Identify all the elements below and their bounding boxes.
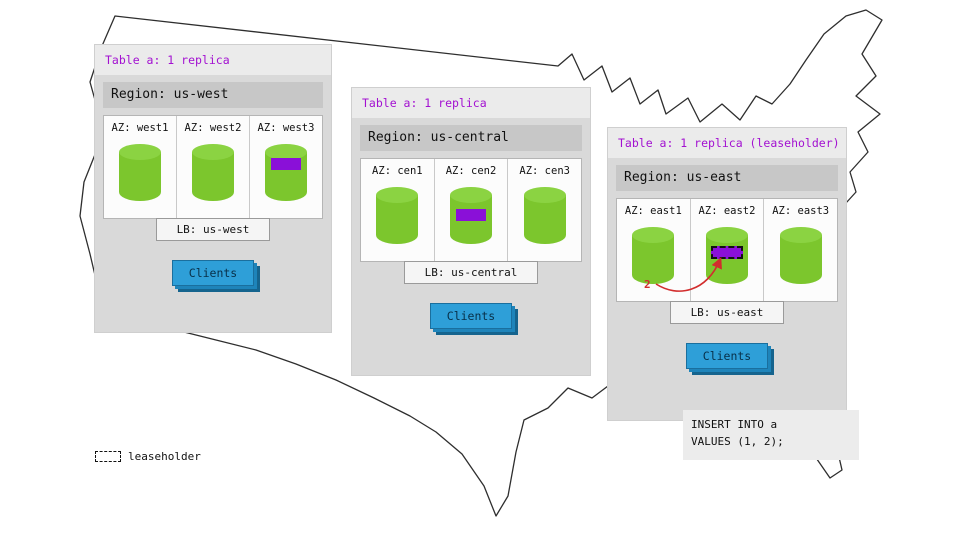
clients-box: Clients bbox=[685, 343, 769, 369]
az-label: AZ: cen2 bbox=[445, 165, 497, 177]
region-panel-us-west: Table a: 1 replica Region: us-west AZ: w… bbox=[95, 45, 331, 332]
az-cell-cen3: AZ: cen3 bbox=[507, 159, 581, 261]
database-cylinder bbox=[522, 185, 568, 247]
region-title: Region: us-west bbox=[103, 82, 323, 108]
az-label: AZ: cen1 bbox=[372, 165, 423, 177]
cylinder-shape bbox=[779, 227, 822, 284]
az-label: AZ: west1 bbox=[111, 122, 169, 134]
database-cylinder bbox=[778, 225, 824, 287]
database-cylinder bbox=[448, 185, 494, 247]
sql-line-1: INSERT INTO a bbox=[691, 418, 778, 431]
clients-box: Clients bbox=[429, 303, 513, 329]
az-cell-east3: AZ: east3 bbox=[763, 199, 837, 301]
database-cylinder bbox=[704, 225, 750, 287]
az-label: AZ: west3 bbox=[257, 122, 315, 134]
sql-line-2: VALUES (1, 2); bbox=[691, 434, 784, 448]
leaseholder-replica-marker bbox=[711, 246, 743, 259]
cylinder-shape bbox=[119, 144, 161, 201]
legend-label: leaseholder bbox=[128, 450, 201, 463]
table-replica-leaseholder-label: Table a: 1 replica (leaseholder) bbox=[608, 128, 846, 158]
clients-box: Clients bbox=[171, 260, 255, 286]
load-balancer: LB: us-east bbox=[669, 301, 785, 324]
database-cylinder bbox=[117, 142, 163, 204]
region-panel-us-central: Table a: 1 replica Region: us-central AZ… bbox=[352, 88, 590, 375]
region-title: Region: us-central bbox=[360, 125, 582, 151]
az-cell-east2: AZ: east2 bbox=[689, 199, 764, 301]
database-cylinder bbox=[374, 185, 420, 247]
az-label: AZ: east3 bbox=[772, 205, 830, 217]
az-cell-west3: AZ: west3 bbox=[249, 116, 322, 218]
az-group: AZ: west1 AZ: west2 AZ: bbox=[103, 115, 323, 219]
az-label: AZ: east2 bbox=[698, 205, 756, 217]
az-cell-west1: AZ: west1 bbox=[104, 116, 176, 218]
az-cell-cen1: AZ: cen1 bbox=[361, 159, 434, 261]
region-panel-us-east: Table a: 1 replica (leaseholder) Region:… bbox=[608, 128, 846, 420]
load-balancer: LB: us-central bbox=[403, 261, 539, 284]
database-cylinder bbox=[630, 225, 676, 287]
table-replica-label: Table a: 1 replica bbox=[352, 88, 590, 118]
az-cell-cen2: AZ: cen2 bbox=[433, 159, 508, 261]
table-replica-label: Table a: 1 replica bbox=[95, 45, 331, 75]
az-cell-west2: AZ: west2 bbox=[176, 116, 249, 218]
cylinder-shape bbox=[632, 227, 675, 284]
cylinder-shape bbox=[265, 144, 307, 201]
az-label: AZ: east1 bbox=[624, 205, 682, 217]
sql-statement: INSERT INTO a VALUES (1, 2); bbox=[683, 410, 859, 460]
cylinder-shape bbox=[192, 144, 234, 201]
leaseholder-swatch-icon bbox=[95, 451, 121, 462]
az-group: AZ: cen1 AZ: cen2 bbox=[360, 158, 582, 262]
replica-marker bbox=[456, 209, 486, 221]
region-title: Region: us-east bbox=[616, 165, 838, 191]
database-cylinder bbox=[190, 142, 236, 204]
legend: leaseholder bbox=[95, 450, 201, 463]
az-cell-east1: AZ: east1 bbox=[617, 199, 690, 301]
az-label: AZ: cen3 bbox=[519, 165, 570, 177]
write-value-annotation: 2 bbox=[644, 278, 651, 291]
cylinder-shape bbox=[376, 187, 419, 244]
az-label: AZ: west2 bbox=[184, 122, 242, 134]
database-cylinder bbox=[263, 142, 309, 204]
cylinder-shape bbox=[523, 187, 566, 244]
load-balancer: LB: us-west bbox=[155, 218, 271, 241]
replica-marker bbox=[271, 158, 301, 170]
